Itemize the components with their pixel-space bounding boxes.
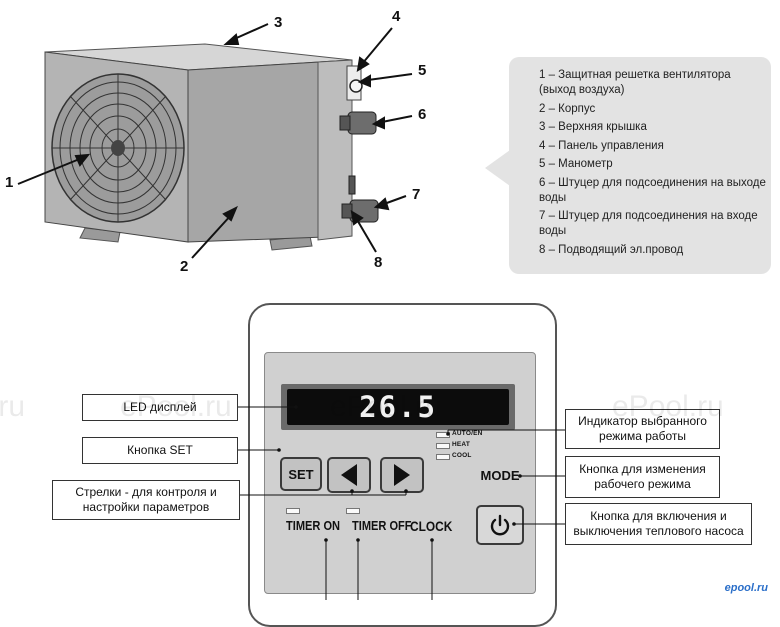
pressure-gauge-icon	[349, 79, 363, 93]
legend-pointer	[485, 150, 510, 186]
mode-indicator-auto: AUTO/EN	[452, 430, 483, 437]
mode-indicator-cool: COOL	[452, 452, 472, 459]
legend-panel: 1 – Защитная решетка вентилятора (выход …	[509, 57, 771, 274]
label-power-button: Кнопка для включения и выключения теплов…	[565, 503, 752, 545]
label-mode-button: Кнопка для изменения рабочего режима	[565, 456, 720, 498]
callout-3: 3	[274, 14, 283, 31]
arrow-left-button[interactable]	[327, 457, 371, 493]
controller-callout-lines	[237, 405, 565, 600]
mode-led-heat	[436, 443, 450, 449]
legend-item: 3 – Верхняя крышка	[539, 121, 647, 133]
legend-item: 7 – Штуцер для подсоединения на входе во…	[539, 210, 758, 237]
callout-7: 7	[412, 186, 421, 203]
lcd-screen	[287, 389, 509, 425]
callout-5: 5	[418, 62, 427, 79]
legend-item: 1 – Защитная решетка вентилятора (выход …	[539, 69, 731, 96]
power-button[interactable]	[476, 505, 524, 545]
power-cable	[348, 175, 356, 195]
legend-list: 1 – Защитная решетка вентилятора (выход …	[539, 68, 767, 261]
fan-grille	[51, 73, 185, 223]
timer-off-led	[346, 508, 360, 514]
heat-pump-illustration	[17, 23, 413, 259]
set-button[interactable]: SET	[280, 457, 322, 491]
arrow-right-icon	[394, 464, 410, 486]
callout-lines	[17, 23, 413, 259]
label-arrow-buttons: Стрелки - для контроля и настройки парам…	[52, 480, 240, 520]
brand-logo: epool.ru	[724, 582, 768, 594]
callout-2: 2	[180, 258, 189, 275]
timer-off-button[interactable]: TIMER OFF	[352, 518, 412, 533]
mode-indicator-heat: HEAT	[452, 441, 471, 448]
mode-button[interactable]: MODE	[480, 467, 520, 483]
callout-1: 1	[5, 174, 14, 191]
power-icon	[490, 514, 510, 536]
legend-item: 8 – Подводящий эл.провод	[539, 243, 684, 256]
timer-on-led	[286, 508, 300, 514]
callout-8: 8	[374, 254, 383, 271]
legend-item: 6 – Штуцер для подсоединения на выходе в…	[539, 176, 766, 204]
arrow-right-button[interactable]	[380, 457, 424, 493]
lcd-display-value: 26.5	[359, 390, 437, 424]
callout-6: 6	[418, 106, 427, 123]
legend-item: 5 – Манометр	[539, 158, 613, 170]
mode-led-cool	[436, 454, 450, 460]
legend-item: 2 – Корпус	[539, 102, 596, 115]
callout-4: 4	[392, 8, 401, 25]
timer-on-button[interactable]: TIMER ON	[286, 518, 341, 533]
label-set-button: Кнопка SET	[82, 437, 238, 464]
arrow-left-icon	[341, 464, 357, 486]
label-mode-indicator: Индикатор выбранного режима работы	[565, 409, 720, 449]
clock-button[interactable]: CLOCK	[410, 518, 453, 534]
label-led-display: LED дисплей	[82, 394, 238, 421]
pump-end-panel	[317, 59, 353, 241]
legend-item: 4 – Панель управления	[539, 139, 664, 152]
mode-led-auto	[436, 432, 450, 438]
